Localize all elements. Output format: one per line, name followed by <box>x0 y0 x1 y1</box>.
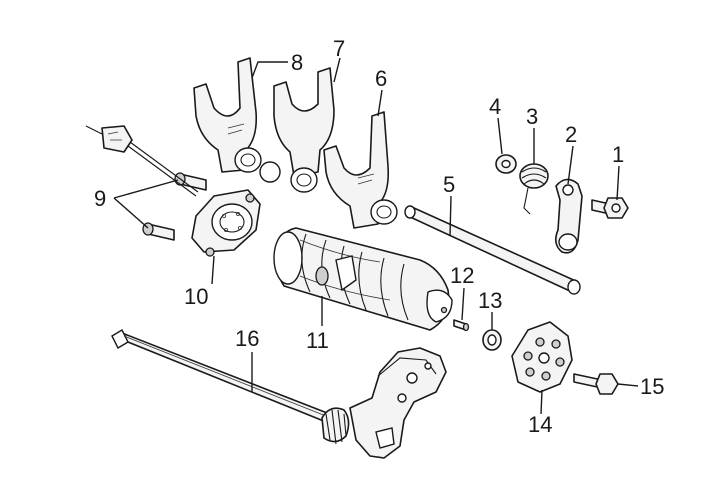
leader-lines <box>113 57 639 415</box>
callout-16: 16 <box>235 326 259 351</box>
callout-13: 13 <box>478 288 502 313</box>
callout-1: 1 <box>612 142 624 167</box>
part-1-bolt <box>591 197 629 219</box>
callout-4: 4 <box>489 94 501 119</box>
part-9-bolts-and-sensor <box>85 125 207 241</box>
part-12-pin <box>453 319 470 332</box>
callout-2: 2 <box>565 122 577 147</box>
callout-7: 7 <box>333 36 345 61</box>
part-13-washer <box>482 329 502 351</box>
part-6-shift-fork <box>323 111 398 229</box>
part-11-shift-drum <box>273 227 453 331</box>
part-7-shift-fork <box>259 67 335 193</box>
callout-10: 10 <box>184 284 208 309</box>
callout-8: 8 <box>291 50 303 75</box>
part-16-gearshift-spindle <box>111 329 447 459</box>
part-14-drum-cam <box>511 321 573 393</box>
callout-3: 3 <box>526 104 538 129</box>
callout-15: 15 <box>640 374 664 399</box>
part-4-washer <box>495 154 517 174</box>
part-2-stopper-arm <box>554 178 583 254</box>
spindle-return-spring <box>321 407 350 445</box>
callout-14: 14 <box>528 412 552 437</box>
callout-labels: 1 2 3 4 5 6 7 8 9 10 11 12 13 14 15 16 <box>94 36 664 437</box>
callout-9: 9 <box>94 186 106 211</box>
callout-11: 11 <box>306 328 329 353</box>
callout-12: 12 <box>450 263 474 288</box>
part-15-bolt <box>573 373 619 395</box>
callout-6: 6 <box>375 66 387 91</box>
callout-5: 5 <box>443 172 455 197</box>
part-10-bearing-holder <box>191 189 261 257</box>
part-8-shift-fork <box>193 57 262 173</box>
part-3-spring <box>519 163 549 215</box>
